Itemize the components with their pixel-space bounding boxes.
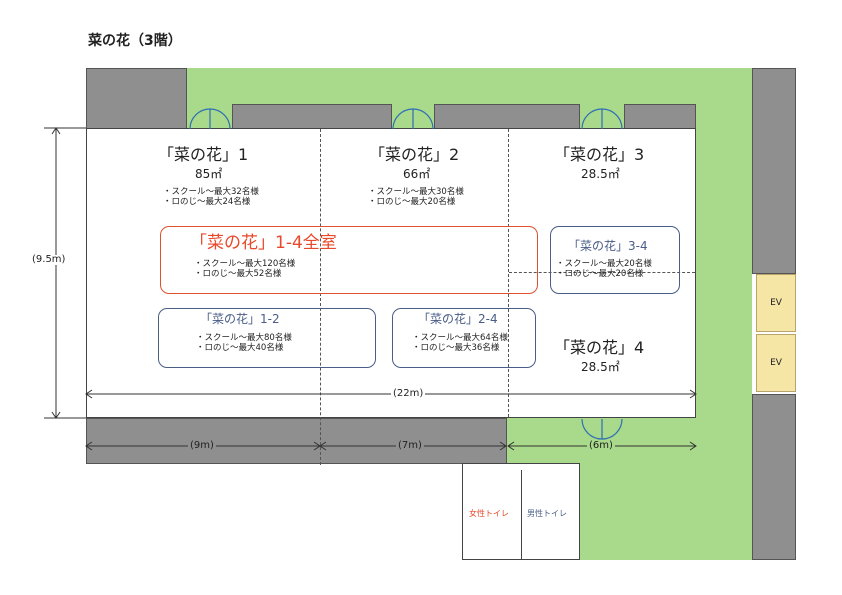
page-title: 菜の花（3階） [88, 33, 182, 49]
combo-1-2-outline [158, 308, 376, 368]
combo-3-4-notes: ・スクール～最大20名様 ・ロのじ～最大20名様 [556, 259, 652, 279]
elevator-2: EV [756, 334, 796, 392]
partition-3-4 [509, 272, 695, 273]
elevator-1: EV [756, 274, 796, 332]
door-icon [581, 108, 623, 130]
room-2-area: 66㎡ [403, 167, 431, 181]
combo-2-4-name: 「菜の花」2-4 [418, 312, 498, 326]
partition-2-3 [508, 129, 509, 417]
room-2-name: 「菜の花」2 [369, 145, 460, 164]
corridor-right-lower [752, 394, 796, 560]
combo-2-4-notes: ・スクール～最大64名様 ・ロのじ～最大36名様 [412, 333, 508, 353]
mens-restroom-label: 男性トイレ [527, 509, 567, 518]
combo-3-4-outline [550, 226, 680, 294]
room-1-area: 85㎡ [195, 167, 223, 181]
dimension-segment-1: (9m) [188, 440, 216, 451]
combo-1-4-outline [160, 226, 538, 294]
wall-top-1 [232, 104, 392, 130]
room-4-name: 「菜の花」4 [554, 338, 645, 357]
room-2-notes: ・スクール～最大30名様 ・ロのじ～最大20名様 [368, 187, 464, 207]
dimension-width: (22m) [391, 388, 426, 399]
room-1-notes: ・スクール～最大32名様 ・ロのじ～最大24名様 [163, 187, 259, 207]
room-3-name: 「菜の花」3 [554, 145, 645, 164]
combo-2-4-outline [392, 308, 536, 368]
womens-restroom-label: 女性トイレ [469, 509, 509, 518]
combo-3-4-name: 「菜の花」3-4 [568, 239, 648, 253]
door-icon [189, 108, 231, 130]
combo-1-2-name: 「菜の花」1-2 [200, 312, 280, 326]
combo-1-4-notes: ・スクール～最大120名様 ・ロのじ～最大52名様 [194, 259, 296, 279]
room-1-name: 「菜の花」1 [158, 145, 249, 164]
combo-1-4-name: 「菜の花」1-4全室 [190, 233, 337, 253]
partition-1-2 [320, 129, 321, 465]
corridor-bottom [86, 418, 507, 464]
door-icon [581, 418, 623, 440]
dimension-segment-3: (6m) [587, 440, 615, 451]
restroom-divider [521, 470, 522, 560]
room-3-area: 28.5㎡ [581, 167, 620, 181]
wall-top-3 [624, 104, 696, 130]
room-4-area: 28.5㎡ [581, 360, 620, 374]
door-icon [392, 108, 434, 130]
corridor-right [752, 68, 796, 274]
dimension-height: (9.5m) [30, 254, 68, 265]
dimension-segment-2: (7m) [396, 440, 424, 451]
main-hall [86, 128, 696, 418]
combo-1-2-notes: ・スクール～最大80名様 ・ロのじ～最大40名様 [196, 333, 292, 353]
